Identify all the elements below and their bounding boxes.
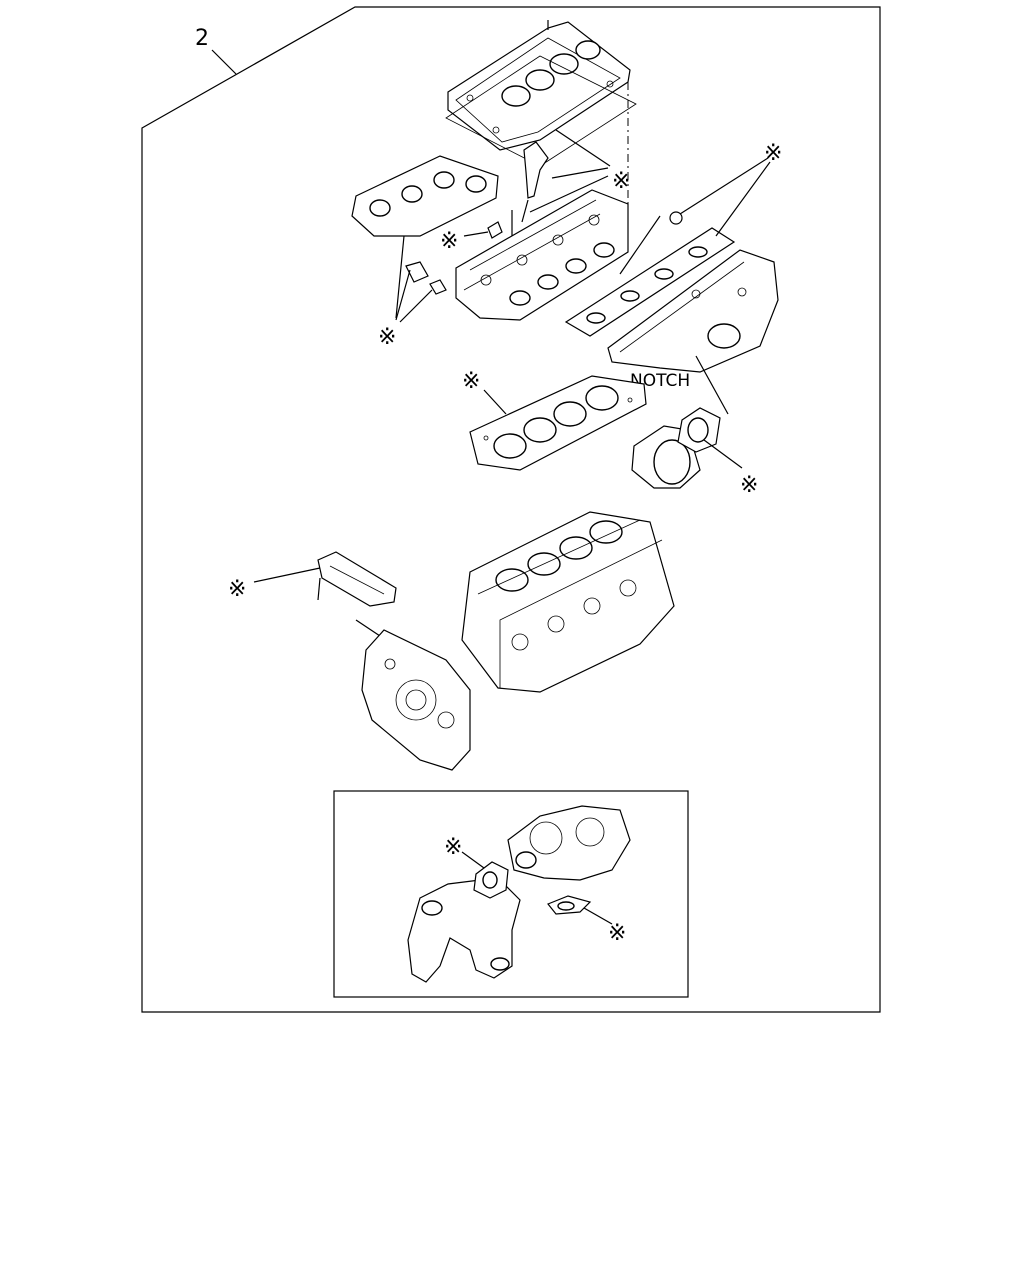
asterisk-label-fittings: ※ <box>378 325 396 350</box>
cylinder-block <box>461 511 675 693</box>
throttle-leader <box>695 355 729 415</box>
asterisk-leader-throttle <box>703 439 743 469</box>
thermostat-fittings <box>405 261 447 295</box>
callout-number: 2 <box>195 26 209 51</box>
asterisk-leader-inset-2 <box>583 907 613 925</box>
gasket-leader <box>619 215 661 275</box>
cylinder-head-cover <box>447 20 631 151</box>
injector <box>521 141 549 223</box>
asterisk-leader-gasket-2 <box>715 161 771 237</box>
asterisk-leader-inset-1 <box>461 851 485 869</box>
asterisk-label-head-gasket: ※ <box>462 369 480 394</box>
asterisk-label-stem-seal: ※ <box>440 229 458 254</box>
throttle-body <box>631 425 701 489</box>
valve-stem-seal <box>487 221 503 239</box>
asterisk-label-case-gasket: ※ <box>228 577 246 602</box>
seal-ring <box>669 211 683 225</box>
throttle-gasket <box>677 407 721 453</box>
asterisk-leader-case-gasket <box>253 567 321 583</box>
head-cover-gasket <box>445 55 637 167</box>
turbo-inlet-gasket <box>473 861 509 899</box>
asterisk-label-injector: ※ <box>612 169 630 194</box>
asterisk-leader-injector-3 <box>555 129 611 167</box>
asterisk-leader-injector-1 <box>551 167 609 179</box>
asterisk-label-inset-1: ※ <box>444 835 462 860</box>
timing-gear-case <box>361 629 471 771</box>
asterisk-leader-gasket-1 <box>679 157 769 215</box>
cylinder-head-gasket <box>469 375 647 471</box>
turbocharger <box>507 805 631 881</box>
cylinder-head <box>455 189 629 321</box>
asterisk-leader-stem-seal <box>463 231 489 237</box>
case-leader <box>355 619 381 637</box>
kit-frame <box>141 6 881 1013</box>
callout-leader <box>211 49 237 75</box>
turbo-outlet-gasket <box>547 895 592 915</box>
intake-manifold-gasket <box>564 227 736 337</box>
exhaust-manifold <box>351 155 499 237</box>
asterisk-label-inset-2: ※ <box>608 921 626 946</box>
notch-label: NOTCH <box>630 371 690 391</box>
asterisk-label-gasket: ※ <box>764 141 782 166</box>
asterisk-leader-head-gasket <box>483 389 507 415</box>
asterisk-leader-fitting-3 <box>395 235 405 319</box>
exhaust-pipe <box>407 879 521 983</box>
asterisk-leader-fitting-2 <box>399 289 433 323</box>
asterisk-label-throttle: ※ <box>740 473 758 498</box>
turbocharger-inset-frame <box>333 790 689 998</box>
intake-manifold <box>607 249 779 373</box>
timing-gear-case-gasket <box>317 551 397 607</box>
asterisk-leader-injector-2 <box>529 175 609 213</box>
asterisk-leader-fitting-1 <box>395 269 411 321</box>
